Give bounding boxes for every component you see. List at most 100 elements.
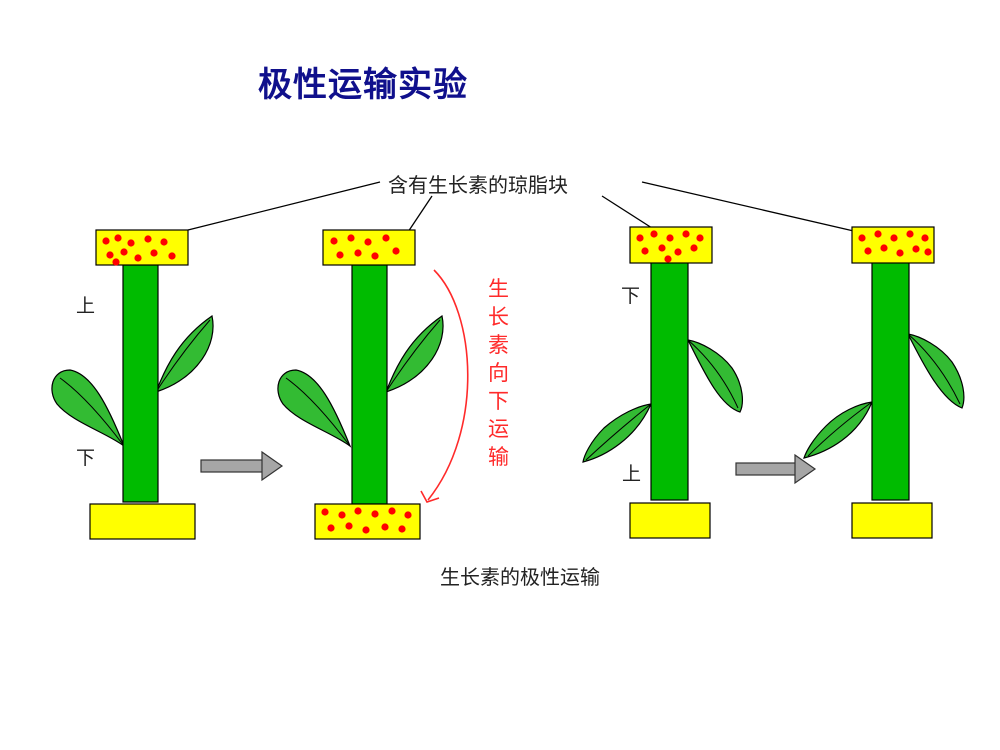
auxin-dots [321, 507, 412, 534]
leaf-vein [59, 377, 125, 447]
auxin-dot [127, 239, 135, 247]
stem [650, 261, 689, 501]
agar-block-bottom-with-auxin [314, 503, 421, 540]
callout-line-4 [641, 181, 859, 233]
agar-block-bottom [629, 502, 711, 539]
auxin-dot [371, 510, 379, 518]
leaf-icon [384, 314, 444, 393]
time-arrow-icon [200, 450, 284, 482]
stem-bottom-label: 下 [76, 447, 95, 469]
auxin-dot [345, 522, 353, 530]
vertical-note-char: 素 [488, 333, 509, 357]
leaf-icon [906, 333, 965, 409]
auxin-dot [388, 507, 396, 515]
agar-block-bottom [89, 503, 196, 540]
leaf-vein [285, 377, 351, 447]
plant-right-before: 下 上 [582, 226, 743, 539]
auxin-dot [906, 230, 914, 238]
page-title: 极性运输实验 [258, 65, 468, 105]
agar-block-top-with-auxin [851, 226, 935, 264]
stem [871, 261, 910, 501]
leaf-vein [807, 401, 873, 457]
auxin-dot [890, 234, 898, 242]
auxin-dot [696, 234, 704, 242]
auxin-dot [921, 234, 929, 242]
stem-top-label: 上 [76, 295, 95, 317]
agar-block-top-with-auxin [95, 229, 189, 266]
auxin-dots [636, 230, 704, 263]
auxin-dot [398, 525, 406, 533]
agar-block-label: 含有生长素的琼脂块 [388, 173, 568, 197]
auxin-dot [102, 237, 110, 245]
auxin-dot [321, 508, 329, 516]
agar-block [95, 229, 189, 266]
vertical-note-char: 生 [488, 277, 509, 301]
plant-right-after [803, 226, 965, 539]
auxin-dot [336, 251, 344, 259]
auxin-dot [114, 234, 122, 242]
auxin-dot [924, 248, 932, 256]
auxin-dot [364, 238, 372, 246]
agar-block [314, 503, 421, 540]
agar-block [322, 229, 416, 266]
auxin-dot [858, 234, 866, 242]
vertical-note-char: 向 [488, 361, 509, 385]
auxin-dot [664, 255, 672, 263]
plant-left-before: 上 下 [51, 229, 214, 540]
callout-line-3 [601, 195, 653, 229]
auxin-dot [150, 249, 158, 257]
vertical-note-char: 长 [488, 305, 509, 329]
plant-left-after [277, 229, 444, 540]
leaf-vein [687, 339, 739, 409]
callout-line-2 [407, 195, 433, 233]
leaf-icon [51, 369, 126, 448]
leaf-vein [385, 319, 441, 393]
auxin-dot [354, 249, 362, 257]
auxin-dots [330, 234, 400, 260]
red-arrow-head [420, 490, 440, 503]
leaf-vein [155, 319, 211, 393]
agar-block [629, 226, 713, 264]
auxin-dot [896, 249, 904, 257]
auxin-dot [874, 230, 882, 238]
leaf-icon [686, 339, 743, 413]
callout-line-1 [187, 181, 381, 231]
leaf-vein [907, 333, 961, 405]
red-curved-arrow-icon [427, 269, 469, 501]
leaf-icon [154, 314, 214, 393]
auxin-dot [371, 252, 379, 260]
auxin-dot [666, 234, 674, 242]
time-arrow-icon [735, 453, 817, 485]
stem-bottom-label: 上 [622, 463, 641, 485]
vertical-note-char: 输 [488, 445, 509, 469]
auxin-dots [102, 234, 176, 266]
auxin-dot [650, 230, 658, 238]
stem [351, 264, 388, 505]
auxin-dot [636, 234, 644, 242]
leaf-vein [585, 403, 652, 461]
auxin-dot [658, 244, 666, 252]
diagram-caption: 生长素的极性运输 [440, 565, 600, 589]
auxin-dot [144, 235, 152, 243]
auxin-dot [682, 230, 690, 238]
auxin-dot [382, 234, 390, 242]
auxin-dot [381, 523, 389, 531]
callout-lines [187, 181, 859, 233]
auxin-dot [864, 247, 872, 255]
auxin-dot [912, 245, 920, 253]
auxin-dot [674, 248, 682, 256]
auxin-dot [404, 511, 412, 519]
auxin-dot [120, 248, 128, 256]
auxin-dot [160, 238, 168, 246]
auxin-dot [112, 258, 120, 266]
auxin-dot [168, 252, 176, 260]
auxin-dot [327, 524, 335, 532]
auxin-dot [338, 511, 346, 519]
auxin-dot [330, 237, 338, 245]
agar-block-top-with-auxin [629, 226, 713, 264]
agar-block-bottom [851, 502, 933, 539]
stem-top-label: 下 [621, 285, 640, 307]
